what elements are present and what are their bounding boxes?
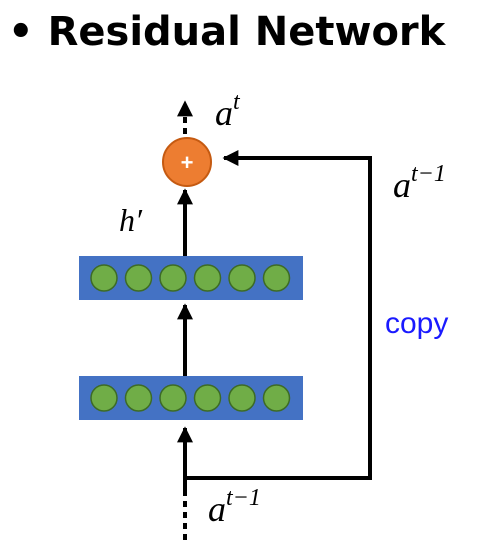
copy-label: copy (385, 307, 448, 340)
neuron (262, 264, 291, 292)
output-label-sup: t (233, 89, 241, 115)
output-label-base: a (215, 93, 233, 133)
input-label: at−1 (208, 485, 261, 529)
lower-layer (79, 376, 303, 420)
output-label: at (215, 89, 241, 133)
neuron (124, 264, 153, 292)
neuron (228, 264, 256, 292)
bullet-icon: • (8, 9, 34, 55)
input-label-base: a (208, 489, 226, 529)
neuron (124, 384, 153, 412)
skip-connection-arrow (185, 150, 372, 480)
neuron (159, 384, 187, 412)
skip-label-base: a (393, 165, 411, 205)
slide-title: • Residual Network (8, 12, 445, 52)
neuron (193, 384, 222, 412)
neuron (90, 264, 118, 292)
upper-layer (79, 256, 303, 300)
skip-label-sup: t−1 (411, 161, 446, 187)
title-text: Residual Network (47, 9, 446, 55)
add-node: + (162, 137, 212, 187)
plus-icon: + (181, 150, 194, 175)
neuron (262, 384, 291, 412)
neuron (159, 264, 187, 292)
neuron (228, 384, 256, 412)
hidden-label: h′ (119, 202, 143, 238)
neuron (90, 384, 118, 412)
input-label-sup: t−1 (226, 485, 261, 511)
skip-label: at−1 (393, 161, 446, 205)
add-circle (162, 137, 212, 187)
neuron (193, 264, 222, 292)
